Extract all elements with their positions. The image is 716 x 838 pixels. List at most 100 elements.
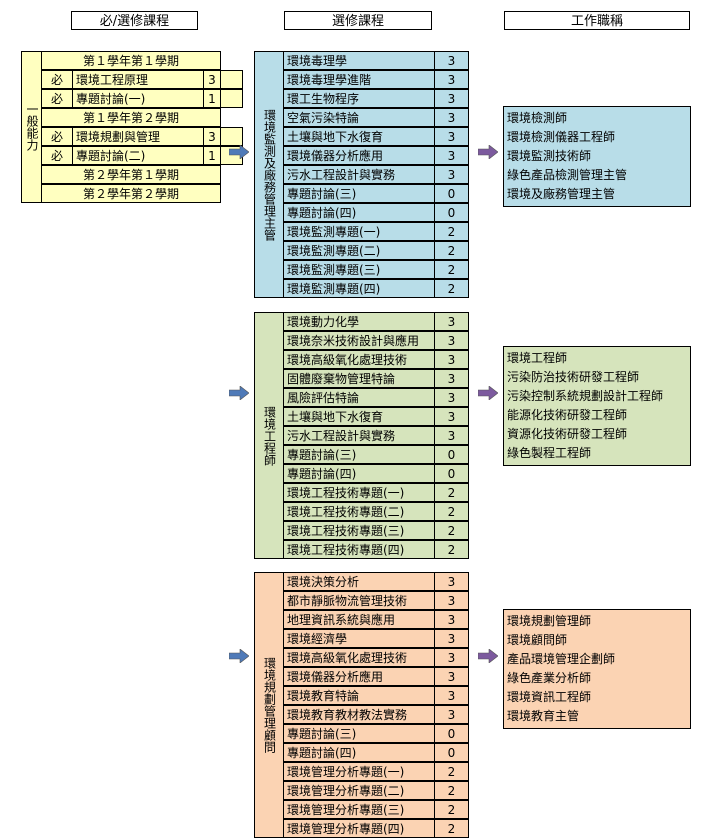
group-label-3: 環境規劃管理顧問 [254,572,284,838]
course-credit: 3 [203,127,221,146]
course-credit: 3 [434,591,469,610]
job-title: 環境檢測儀器工程師 [507,130,616,144]
course-credit: 2 [434,502,469,521]
course-credit: 0 [434,464,469,483]
course-credit: 2 [434,260,469,279]
course-row: 環境工程技術專題(二)2 [283,502,469,521]
course-credit: 3 [434,369,469,388]
job-titles-box-3: 環境規劃管理師環境顧問師產品環境管理企劃師綠色產業分析師環境資訊工程師環境教育主… [503,609,691,729]
course-name: 環境動力化學 [283,312,435,331]
course-credit: 3 [434,407,469,426]
course-credit: 3 [434,648,469,667]
semester-row: 第２學年第２學期 [41,184,221,203]
course-credit: 0 [434,203,469,222]
header-required-elective: 必/選修課程 [71,11,198,30]
course-name: 環境管理分析專題(四) [283,819,435,838]
course-name: 環境管理分析專題(一) [283,762,435,781]
header-elective: 選修課程 [284,11,432,30]
group2-to-jobs-arrow-icon [478,386,498,400]
course-credit: 3 [434,705,469,724]
course-name: 環境教育教材教法實務 [283,705,435,724]
course-credit: 0 [434,743,469,762]
required-mark: 必 [41,89,73,108]
course-credit: 3 [434,667,469,686]
course-credit: 3 [434,165,469,184]
course-name: 環境工程技術專題(四) [283,540,435,559]
semester-row: 第１學年第２學期 [41,108,221,127]
course-row: 環境監測專題(四)2 [283,279,469,298]
job-title: 綠色製程工程師 [507,446,592,460]
course-name: 環境監測專題(四) [283,279,435,298]
required-mark: 必 [41,127,73,146]
course-row: 環境管理分析專題(三)2 [283,800,469,819]
course-name: 環境監測專題(二) [283,241,435,260]
course-row: 環境管理分析專題(四)2 [283,819,469,838]
required-course-row: 必專題討論(二)1 [41,146,243,165]
course-credit: 3 [434,629,469,648]
course-credit: 1 [203,146,221,165]
course-name: 地理資訊系統與應用 [283,610,435,629]
course-row: 專題討論(三)0 [283,445,469,464]
job-title: 污染控制系統規劃設計工程師 [507,389,664,403]
course-name: 土壤與地下水復育 [283,407,435,426]
course-row: 專題討論(三)0 [283,724,469,743]
course-name: 環工生物程序 [283,89,435,108]
semester-label: 第１學年第１學期 [41,51,221,70]
course-credit: 2 [434,483,469,502]
course-credit: 2 [434,762,469,781]
required-course-row: 必專題討論(一)1 [41,89,243,108]
course-credit: 3 [434,127,469,146]
course-name: 專題討論(四) [283,203,435,222]
course-name: 專題討論(三) [283,184,435,203]
group-label-2: 環境工程師 [254,312,284,559]
semester-row: 第１學年第１學期 [41,51,221,70]
course-row: 環境工程技術專題(四)2 [283,540,469,559]
course-name: 污水工程設計與實務 [283,165,435,184]
course-name: 專題討論(三) [283,724,435,743]
course-credit: 3 [434,312,469,331]
job-title: 環境監測技術師 [507,149,592,163]
course-row: 環境監測專題(一)2 [283,222,469,241]
course-name: 環境工程原理 [72,70,243,89]
required-mark: 必 [41,146,73,165]
general-ability-label: 一般能力 [21,51,42,203]
group1-to-jobs-arrow-icon [478,145,498,159]
course-credit: 2 [434,540,469,559]
course-credit: 3 [434,51,469,70]
course-name: 專題討論(四) [283,464,435,483]
course-credit: 3 [434,70,469,89]
group3-to-jobs-arrow-icon [478,649,498,663]
semester-label: 第１學年第２學期 [41,108,221,127]
course-name: 環境高級氧化處理技術 [283,350,435,369]
job-title: 環境規劃管理師 [507,614,592,628]
header-job-title: 工作職稱 [504,11,690,30]
course-credit: 0 [434,724,469,743]
job-title: 資源化技術研發工程師 [507,427,628,441]
semester-row: 第２學年第１學期 [41,165,221,184]
course-credit: 3 [434,572,469,591]
course-credit: 1 [203,89,221,108]
course-name: 環境經濟學 [283,629,435,648]
course-credit: 2 [434,241,469,260]
course-name: 環境奈米技術設計與應用 [283,331,435,350]
course-row: 環境監測專題(三)2 [283,260,469,279]
course-name: 環境決策分析 [283,572,435,591]
course-credit: 3 [434,686,469,705]
course-name: 專題討論(三) [283,445,435,464]
course-name: 環境工程技術專題(二) [283,502,435,521]
course-name: 環境監測專題(三) [283,260,435,279]
